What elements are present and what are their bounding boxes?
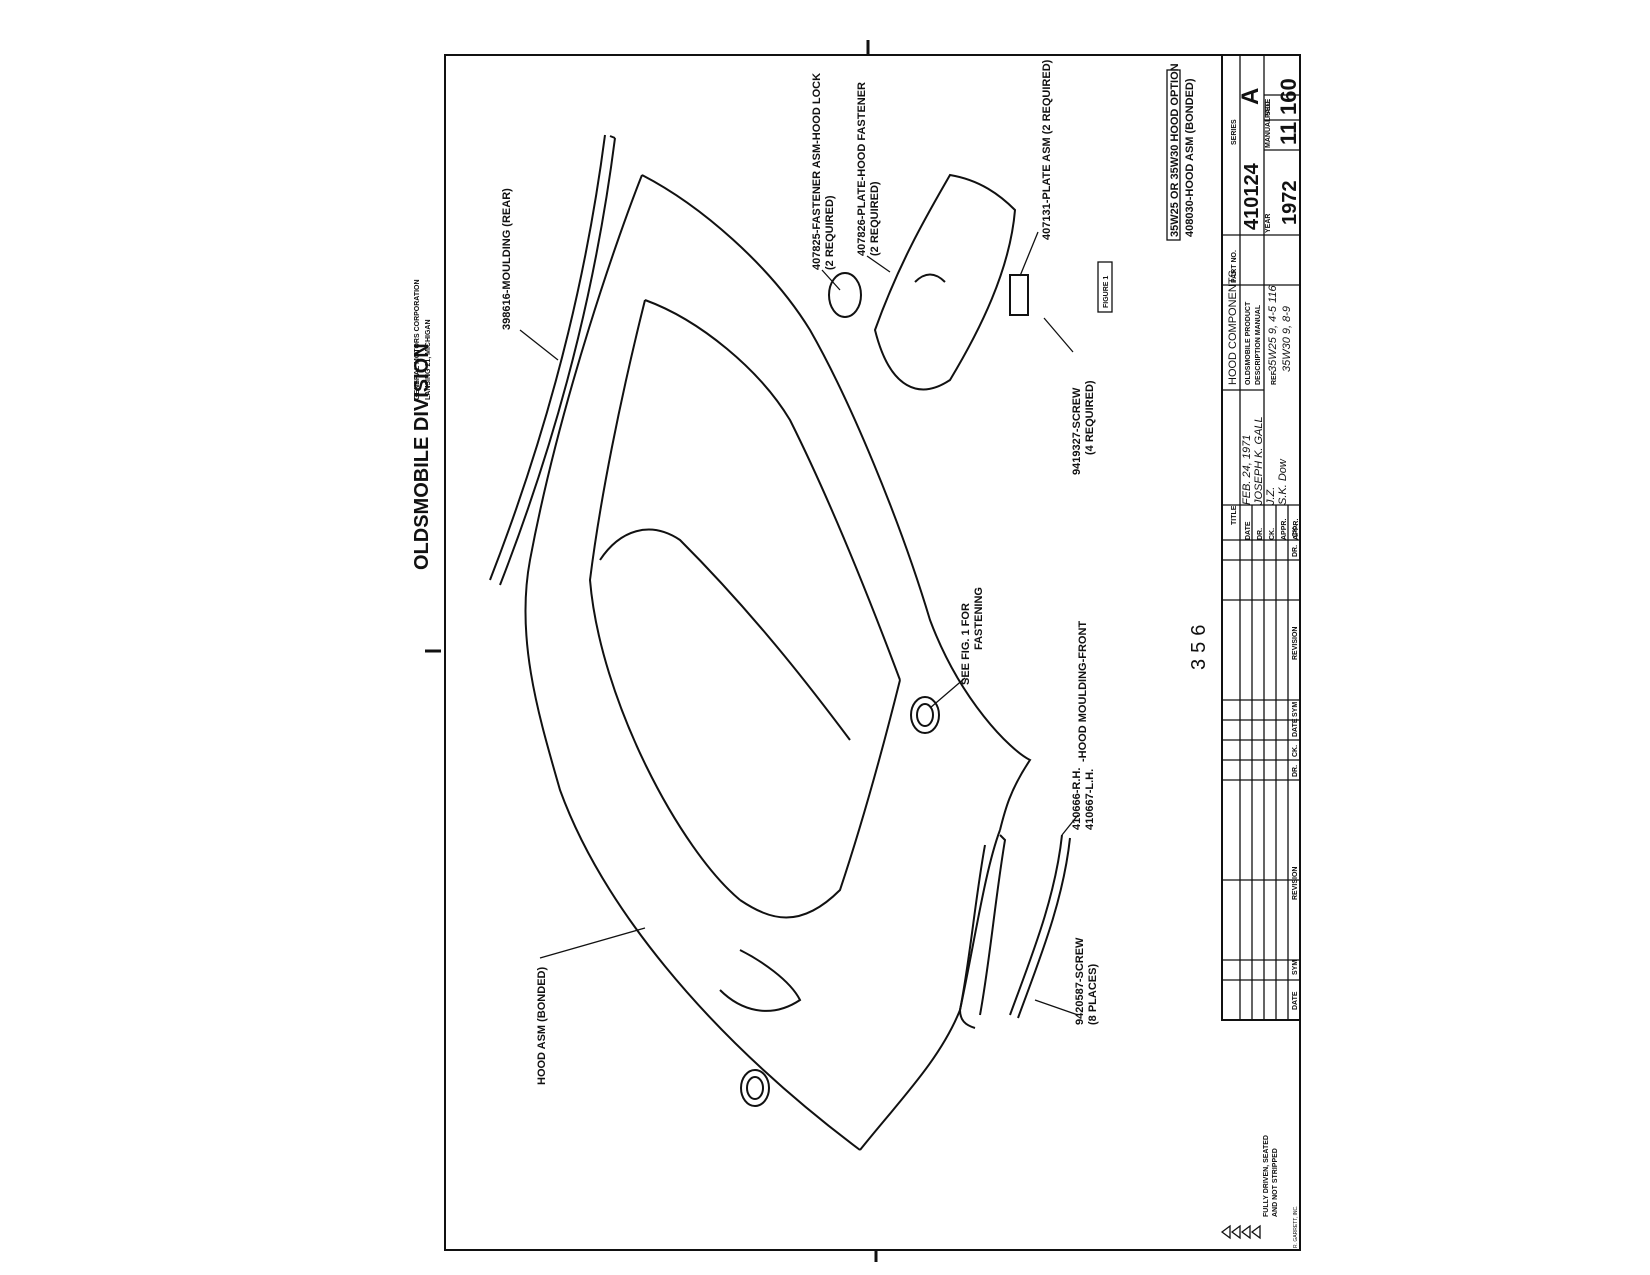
footnote-triangles	[1220, 1224, 1261, 1240]
hood-lock-hole-front	[910, 696, 940, 734]
rev-header: DR.	[1292, 545, 1299, 557]
rev-header: CK.	[1292, 745, 1299, 757]
callout-moulding-front-name: -HOOD MOULDING-FRONT	[1077, 621, 1089, 762]
page-label: PAGE	[1265, 98, 1272, 118]
figure-1-label: FIGURE 1	[1103, 276, 1110, 308]
callout-moulding-front-rh: 410666-R.H.	[1071, 768, 1083, 830]
callout-plate-fastener: 407826-PLATE-HOOD FASTENER	[856, 82, 868, 256]
callout-plate-fastener-qty: (2 REQUIRED)	[869, 181, 881, 256]
rev-header: SYM	[1292, 702, 1299, 717]
rear-moulding-strip	[489, 134, 616, 586]
part-no: 410124	[1241, 162, 1263, 230]
product-label: OLDSMOBILE PRODUCT	[1245, 301, 1252, 385]
title-label: TITLE	[1231, 505, 1238, 525]
hood-lock-hole-rear	[740, 1069, 770, 1107]
dr-label: DR.	[1257, 528, 1264, 540]
rev-header: CK.	[1292, 525, 1299, 537]
callout-screw-4-qty: (4 REQUIRED)	[1084, 380, 1096, 455]
page-number: 160	[1276, 78, 1301, 115]
title-block-grid	[1222, 55, 1301, 1020]
division-title: OLDSMOBILE DIVISION	[411, 343, 433, 570]
ck-value: J.Z.	[1265, 487, 1277, 506]
callout-fastener-lock: 407825-FASTENER ASM-HOOD LOCK	[811, 73, 823, 270]
dr-value: JOSEPH K. GALL	[1253, 416, 1265, 506]
leader-lines	[519, 231, 1079, 1016]
rev-header: DATE	[1292, 718, 1299, 737]
rev-header: SYM	[1292, 960, 1299, 975]
option-line-1: 35W25 OR 35W30 HOOD OPTION	[1169, 63, 1181, 237]
corporation-name: GENERAL MOTORS CORPORATION	[414, 279, 421, 400]
appr2-label: APPR.	[1293, 519, 1300, 540]
rev-header: DATE	[1292, 991, 1299, 1010]
rev-header: DR.	[1292, 765, 1299, 777]
option-line-2: 408030-HOOD ASM (BONDED)	[1184, 78, 1196, 237]
callout-moulding-front-lh: 410667-L.H.	[1084, 769, 1096, 830]
year: 1972	[1279, 181, 1301, 226]
callout-fastener-lock-qty: (2 REQUIRED)	[824, 195, 836, 270]
front-moulding-strip	[1009, 834, 1071, 1019]
callout-see-fig: SEE FIG. 1 FOR	[960, 603, 972, 685]
hood-asm-drawing	[524, 174, 1032, 1151]
manual-label: DESCRIPTION MANUAL	[1255, 304, 1262, 385]
callout-fastening: FASTENING	[973, 587, 985, 650]
ref-value-2: 35W30 9, 8-9	[1281, 306, 1293, 372]
callout-screw-8: 9420587-SCREW	[1074, 937, 1086, 1025]
callout-moulding-rear: 398616-MOULDING (REAR)	[501, 188, 513, 330]
ck-label: CK.	[1269, 528, 1276, 540]
manual-sec-label: MANUAL SEC.	[1265, 99, 1272, 148]
part-no-label: PART NO.	[1231, 250, 1238, 283]
page-stamp: 356	[1188, 619, 1210, 670]
series-label: SERIES	[1231, 119, 1238, 145]
ref-label: REF.	[1271, 370, 1278, 385]
title-value: HOOD COMPONENTS	[1227, 270, 1239, 385]
date-label: DATE	[1245, 521, 1252, 540]
callout-hood-asm: HOOD ASM (BONDED)	[536, 967, 548, 1085]
series: A	[1237, 88, 1264, 105]
printer-credit: R. GARRETT, INC.	[1293, 1205, 1299, 1248]
callout-screw-4: 9419327-SCREW	[1071, 387, 1083, 475]
appr-label: APPR.	[1281, 519, 1288, 540]
callout-screw-8-qty: (8 PLACES)	[1087, 964, 1099, 1025]
footnote-line-1: FULLY DRIVEN, SEATED	[1263, 1135, 1270, 1217]
ref-value: 35W25 9, 4-5 116	[1267, 284, 1279, 372]
callout-plate-asm: 407131-PLATE ASM (2 REQUIRED)	[1041, 59, 1053, 240]
division-location: LANSING 21, MICHIGAN	[425, 319, 432, 400]
rev-header: REVISION	[1292, 627, 1299, 660]
footnote-line-2: AND NOT STRIPPED	[1272, 1148, 1279, 1217]
option-box	[1166, 69, 1181, 241]
figure-1-detail	[828, 173, 1029, 391]
appr-value: S.K. Dow	[1277, 458, 1289, 505]
rev-header: REVISION	[1292, 867, 1299, 900]
year-label: YEAR	[1265, 214, 1272, 233]
manual-sec: 11	[1276, 122, 1301, 145]
date-value: FEB. 24, 1971	[1241, 435, 1253, 505]
figure-1-box	[1097, 261, 1113, 313]
